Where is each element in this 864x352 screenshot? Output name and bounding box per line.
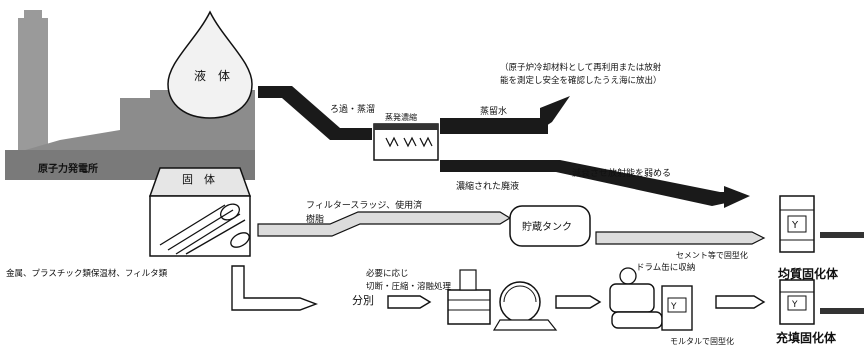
evaporator-unit: 蒸発濃縮: [373, 112, 439, 161]
filter-distill-label: ろ過・蒸溜: [330, 103, 375, 115]
process-arrow: [555, 295, 602, 309]
concentrated-waste-label: 濃縮された廃液: [456, 180, 519, 192]
cement-label: セメント等で固型化: [676, 250, 748, 260]
plant-label: 原子力発電所: [38, 162, 98, 175]
compressor-icon: [447, 269, 491, 325]
melter-icon: [492, 281, 558, 331]
cutting-label: 切断・圧縮・溶融処理: [366, 281, 452, 292]
note-line-1: （原子炉冷却材料として再利用または放射: [500, 62, 662, 73]
liquid-drop-icon: 液 体: [167, 10, 253, 119]
final-arrow: [715, 295, 766, 309]
storage-tank: 貯蔵タンク: [509, 205, 591, 247]
decay-label: 減衰させ放射能を弱める: [572, 167, 671, 179]
note-line-2: 能を測定し安全を確認したうえ海に放出）: [500, 75, 662, 86]
metals-arrow: [231, 265, 318, 311]
cement-pipe-arrow: セメント等で固型化: [595, 231, 766, 260]
as-needed-label: 必要に応じ: [366, 268, 409, 279]
filled-label: 充填固化体: [776, 330, 837, 345]
filled-drum-icon: Y: [779, 279, 864, 325]
evaporator-label: 蒸発濃縮: [385, 112, 417, 122]
mortar-label: モルタルで固型化: [670, 336, 734, 346]
resin-label: 樹脂: [306, 213, 324, 225]
radiation-mark: Y: [791, 300, 798, 310]
sorting-label: 分別: [352, 294, 374, 307]
metals-label: 金属、プラスチック類保温材、フィルタ類: [6, 268, 168, 279]
radiation-mark: Y: [791, 220, 799, 231]
distilled-water-label: 蒸留水: [480, 105, 507, 117]
drum-packing-icon: Y: [609, 267, 693, 331]
solid-label: 固 体: [182, 172, 215, 186]
sorting-arrow: [387, 295, 432, 309]
solid-box: 固 体: [148, 167, 252, 257]
storage-tank-label: 貯蔵タンク: [522, 220, 572, 233]
filter-sludge-label: フィルタースラッジ、使用済: [306, 199, 422, 211]
homogeneous-label: 均質固化体: [778, 266, 839, 281]
homogeneous-drum-icon: Y: [779, 195, 864, 253]
liquid-flow-arrow: ろ過・蒸溜: [258, 86, 750, 208]
liquid-label: 液 体: [194, 68, 230, 83]
sludge-pipe-arrow: フィルタースラッジ、使用済 樹脂: [257, 199, 512, 237]
radiation-mark: Y: [670, 302, 677, 312]
drum-store-label: ドラム缶に収納: [636, 262, 695, 273]
